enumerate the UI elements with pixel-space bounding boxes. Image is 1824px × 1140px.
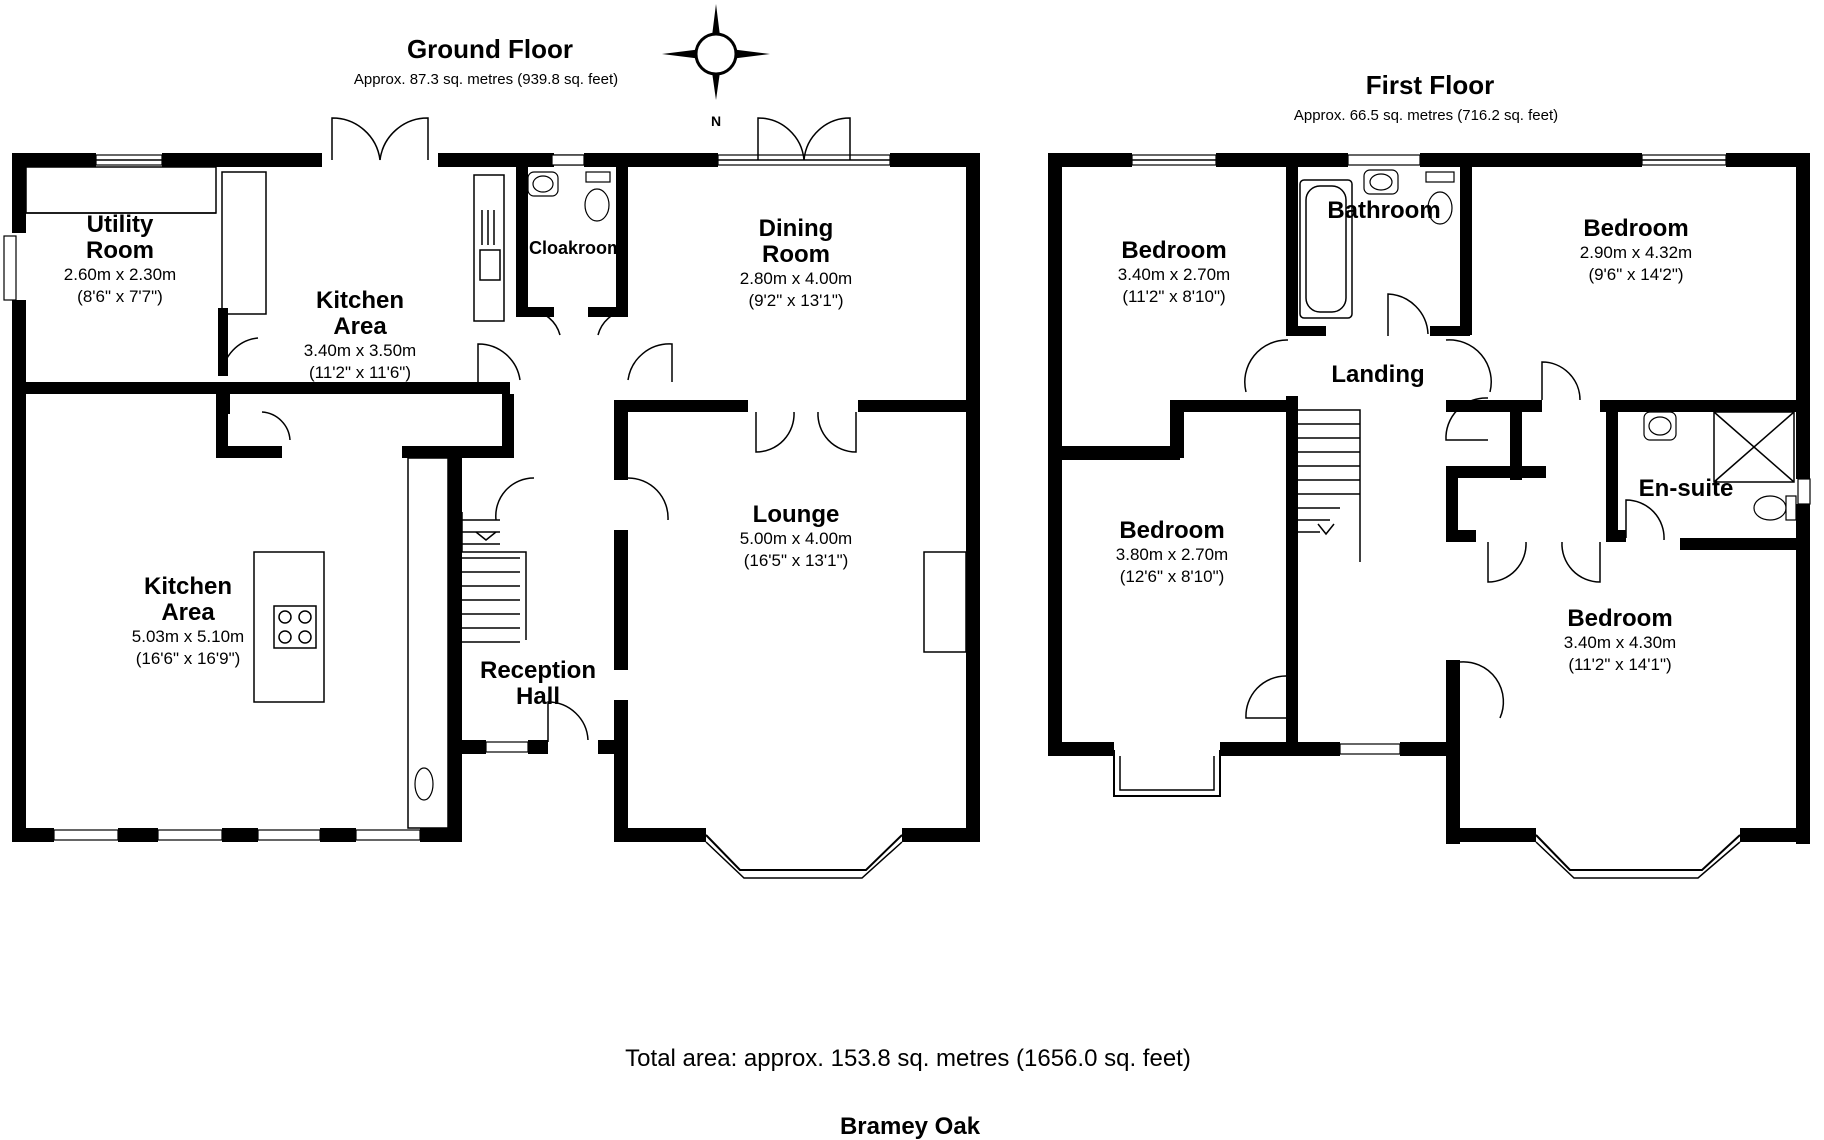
room-name: Room: [86, 237, 154, 264]
room-name: Dining: [759, 215, 834, 242]
room-imperial: (12'6" x 8'10"): [1120, 567, 1225, 586]
room-kitchen-upper: Kitchen Area 3.40m x 3.50m (11'2" x 11'6…: [304, 287, 416, 382]
ground-floor-header: Ground Floor Approx. 87.3 sq. metres (93…: [354, 34, 618, 88]
room-name: Bedroom: [1121, 237, 1226, 264]
room-metric: 2.90m x 4.32m: [1580, 243, 1692, 262]
room-name: Bathroom: [1327, 197, 1440, 224]
first-floor-windows: [1113, 154, 1811, 879]
room-name: Bedroom: [1583, 215, 1688, 242]
room-bedroom-4: Bedroom 3.40m x 4.30m (11'2" x 14'1"): [1564, 605, 1676, 674]
room-utility: Utility Room 2.60m x 2.30m (8'6" x 7'7"): [64, 211, 176, 306]
room-imperial: (11'2" x 11'6"): [309, 363, 411, 382]
room-name: Lounge: [753, 501, 840, 528]
first-stairs: [1298, 409, 1361, 562]
room-name: Area: [333, 313, 387, 340]
room-name: Landing: [1331, 361, 1424, 388]
ground-floor-title: Ground Floor: [407, 34, 573, 64]
room-imperial: (16'5" x 13'1"): [744, 551, 849, 570]
room-metric: 3.80m x 2.70m: [1116, 545, 1228, 564]
room-landing: Landing: [1331, 361, 1424, 388]
room-metric: 5.00m x 4.00m: [740, 529, 852, 548]
room-metric: 3.40m x 4.30m: [1564, 633, 1676, 652]
room-ensuite: En-suite: [1639, 475, 1734, 502]
room-metric: 5.03m x 5.10m: [132, 627, 244, 646]
room-dining: Dining Room 2.80m x 4.00m (9'2" x 13'1"): [740, 215, 852, 310]
total-area: Total area: approx. 153.8 sq. metres (16…: [625, 1045, 1191, 1072]
room-name: En-suite: [1639, 475, 1734, 502]
room-name: Kitchen: [316, 287, 404, 314]
room-imperial: (11'2" x 8'10"): [1122, 287, 1225, 306]
room-bathroom: Bathroom: [1327, 197, 1440, 224]
room-name: Area: [161, 599, 215, 626]
room-metric: 3.40m x 2.70m: [1118, 265, 1230, 284]
ground-floor-area: Approx. 87.3 sq. metres (939.8 sq. feet): [354, 71, 618, 88]
room-name: Kitchen: [144, 573, 232, 600]
ground-floor-fixtures: [25, 117, 967, 829]
room-imperial: (9'2" x 13'1"): [748, 291, 843, 310]
first-floor-fixtures: [1244, 169, 1797, 719]
room-name: Bedroom: [1119, 517, 1224, 544]
compass-north-label: N: [711, 113, 721, 129]
ground-stairs: [461, 512, 527, 643]
room-cloakroom: Cloakroom: [529, 238, 623, 258]
room-name: Utility: [87, 211, 154, 238]
room-name: Bedroom: [1567, 605, 1672, 632]
room-imperial: (9'6" x 14'2"): [1588, 265, 1683, 284]
room-imperial: (8'6" x 7'7"): [77, 287, 163, 306]
room-bedroom-2: Bedroom 2.90m x 4.32m (9'6" x 14'2"): [1580, 215, 1692, 284]
ground-floor-walls: [12, 153, 980, 842]
first-floor-area: Approx. 66.5 sq. metres (716.2 sq. feet): [1294, 107, 1558, 124]
compass-rose-icon: [662, 4, 770, 100]
room-metric: 2.80m x 4.00m: [740, 269, 852, 288]
first-floor-header: First Floor Approx. 66.5 sq. metres (716…: [1294, 70, 1558, 124]
room-bedroom-3: Bedroom 3.80m x 2.70m (12'6" x 8'10"): [1116, 517, 1228, 586]
room-name: Cloakroom: [529, 238, 623, 258]
room-lounge: Lounge 5.00m x 4.00m (16'5" x 13'1"): [740, 501, 852, 570]
room-kitchen-lower: Kitchen Area 5.03m x 5.10m (16'6" x 16'9…: [132, 573, 244, 668]
room-name: Reception: [480, 657, 596, 684]
first-floor-walls: [1048, 153, 1810, 844]
room-metric: 3.40m x 3.50m: [304, 341, 416, 360]
footer: Total area: approx. 153.8 sq. metres (16…: [625, 1045, 1191, 1140]
property-name: Bramey Oak: [840, 1113, 981, 1140]
room-reception: Reception Hall: [480, 657, 596, 710]
room-bedroom-1: Bedroom 3.40m x 2.70m (11'2" x 8'10"): [1118, 237, 1230, 306]
room-name: Room: [762, 241, 830, 268]
room-metric: 2.60m x 2.30m: [64, 265, 176, 284]
room-imperial: (16'6" x 16'9"): [136, 649, 241, 668]
first-floor-title: First Floor: [1366, 70, 1495, 100]
room-imperial: (11'2" x 14'1"): [1568, 655, 1671, 674]
room-name: Hall: [516, 683, 560, 710]
